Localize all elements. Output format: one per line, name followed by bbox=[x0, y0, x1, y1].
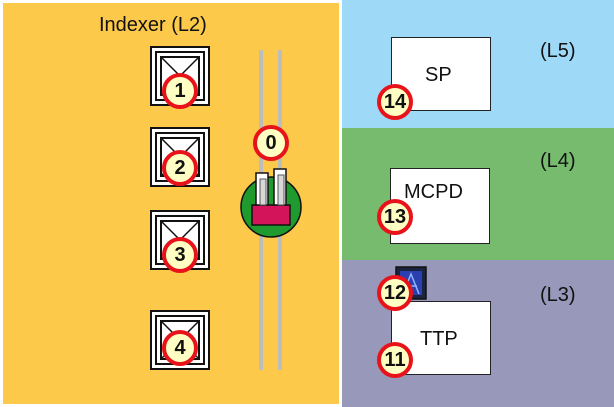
robot-icon[interactable] bbox=[238, 165, 304, 241]
marker-13[interactable]: 13 bbox=[377, 199, 413, 235]
l4-label: (L4) bbox=[540, 150, 576, 172]
marker-2[interactable]: 2 bbox=[162, 150, 198, 186]
mcpd-label: MCPD bbox=[404, 181, 463, 203]
l5-label: (L5) bbox=[540, 40, 576, 62]
marker-0[interactable]: 0 bbox=[253, 125, 289, 161]
sp-label: SP bbox=[425, 64, 452, 86]
l3-label: (L3) bbox=[540, 284, 576, 306]
marker-11[interactable]: 11 bbox=[377, 342, 413, 378]
marker-3[interactable]: 3 bbox=[162, 237, 198, 273]
marker-1[interactable]: 1 bbox=[162, 73, 198, 109]
marker-12[interactable]: 12 bbox=[377, 275, 413, 311]
indexer-label: Indexer (L2) bbox=[99, 14, 207, 36]
ttp-label: TTP bbox=[420, 328, 458, 350]
marker-4[interactable]: 4 bbox=[162, 330, 198, 366]
marker-14[interactable]: 14 bbox=[377, 84, 413, 120]
